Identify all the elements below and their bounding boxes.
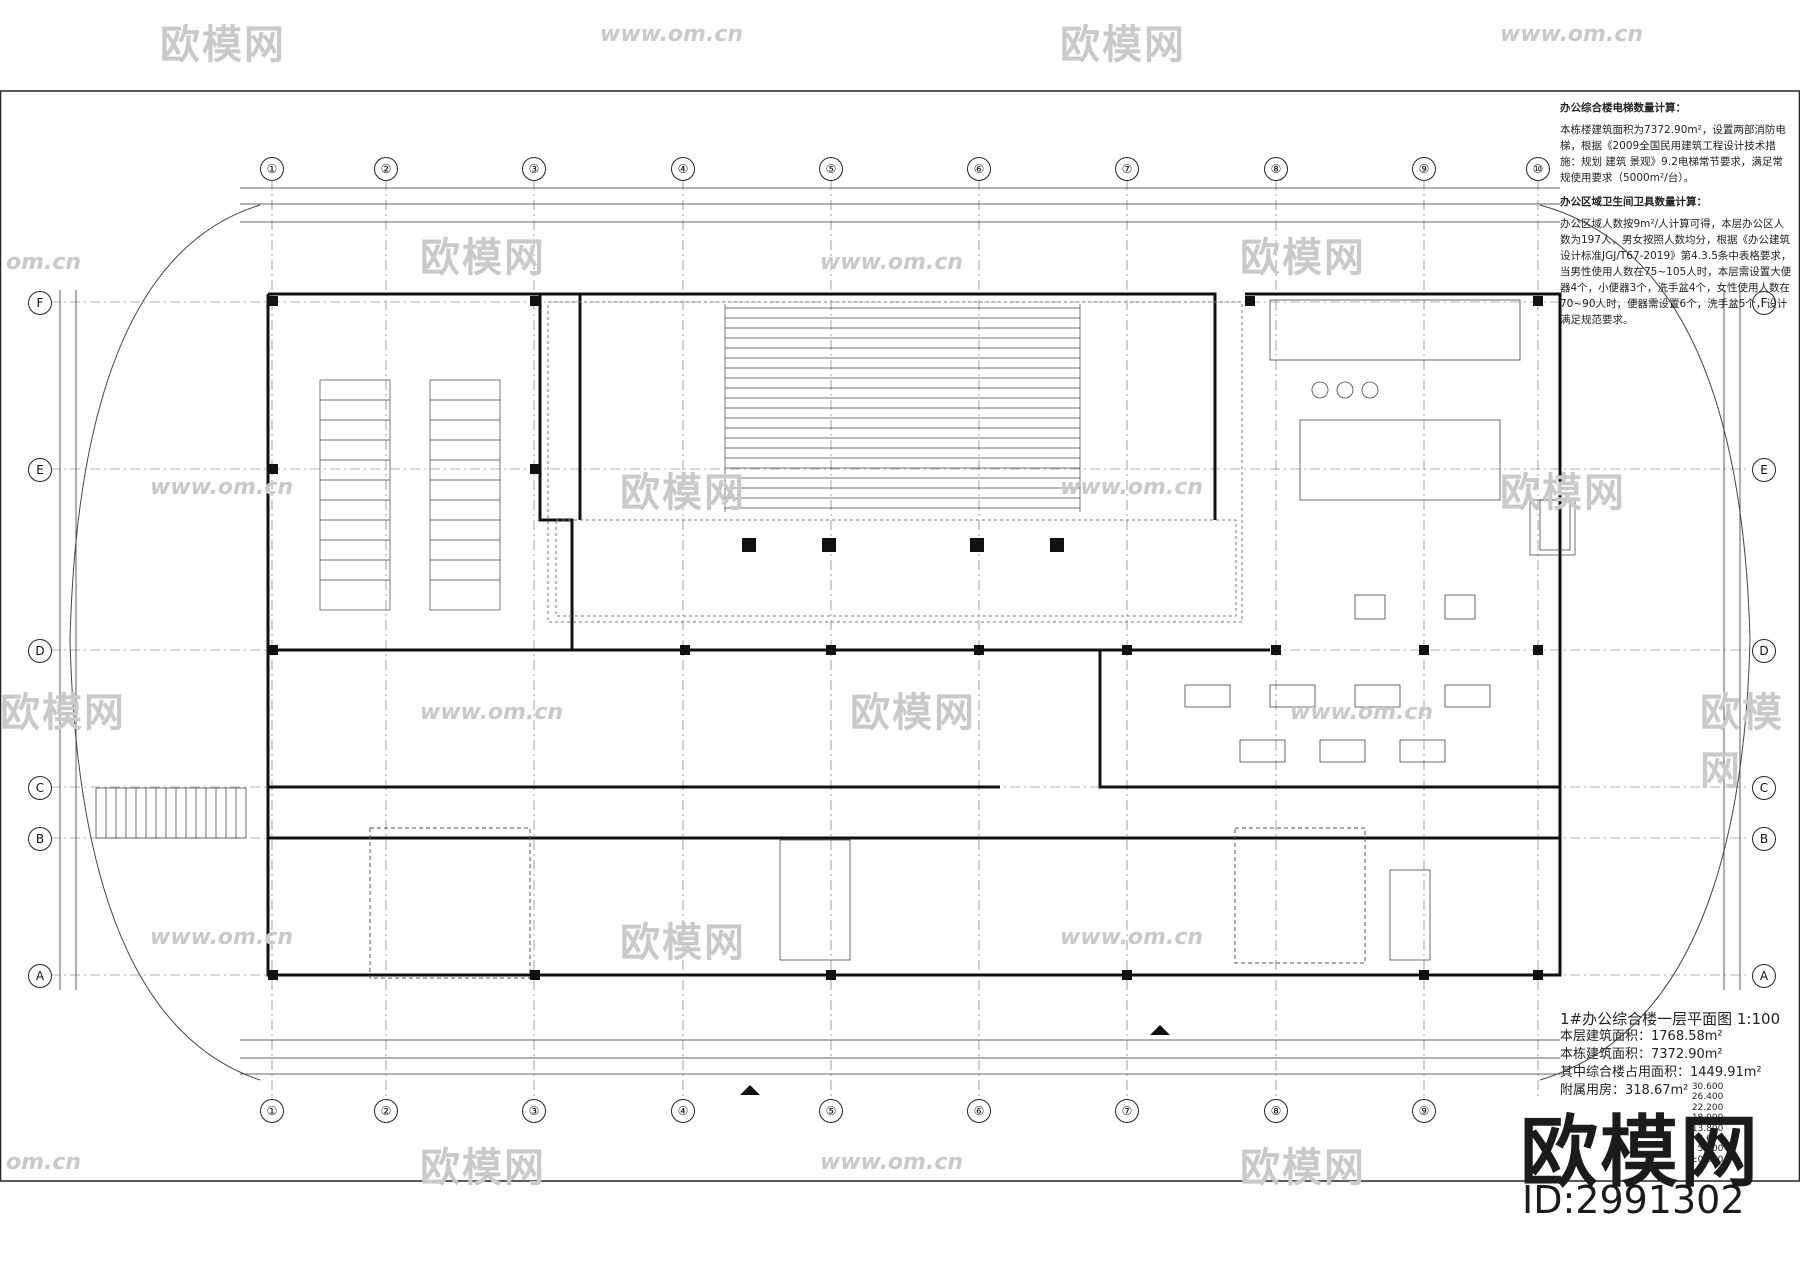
watermark-logo: 欧模网 (620, 920, 746, 966)
axis-label-col: ③ (522, 1099, 546, 1123)
watermark-logo: 欧模网 (1500, 470, 1626, 516)
kitchen-equipment (1269, 299, 1571, 551)
axis-label-col: ④ (671, 1099, 695, 1123)
axis-label-col: ⑥ (967, 1099, 991, 1123)
elevator-note-body: 本栋楼建筑面积为7372.90m²，设置两部消防电梯，根据《2009全国民用建筑… (1560, 124, 1786, 184)
elevation-value: 18.000 (1691, 1113, 1724, 1124)
annex-area: 附属用房：318.67m² (1560, 1083, 1689, 1098)
axis-label-col: ⑦ (1115, 1099, 1139, 1123)
axis-label-col: ⑧ (1264, 1099, 1288, 1123)
elevation-value: ±0.000 (1690, 1154, 1724, 1165)
elevation-value: 30.600 (1691, 1082, 1724, 1092)
watermark-logo: 欧模网 (850, 690, 976, 736)
dimension-lines (59, 187, 1741, 1075)
elevation-value: 13.800 (1691, 1123, 1724, 1134)
watermark-logo: 欧模网 (620, 470, 746, 516)
building-area: 本栋建筑面积：7372.90m² (1560, 1047, 1723, 1062)
axis-label-col: ⑥ (967, 157, 991, 181)
axis-label-row: B (28, 827, 52, 851)
axis-label-col: ⑤ (819, 1099, 843, 1123)
axis-label-row: A (1752, 964, 1776, 988)
watermark-url: www.om.cn (820, 250, 964, 275)
courtyard-stairs (724, 304, 1081, 512)
watermark-logo: 欧模网 (160, 22, 286, 68)
toilet-areas (369, 827, 1366, 979)
axis-label-col: ⑧ (1264, 157, 1288, 181)
occupied-area: 其中综合楼占用面积：1449.91m² (1560, 1065, 1762, 1080)
dining-tables (1184, 594, 1491, 763)
toilet-note-title: 办公区域卫生间卫具数量计算： (1560, 196, 1707, 208)
watermark-url: om.cn (6, 250, 82, 275)
watermark-logo: 欧模网 (1240, 235, 1366, 281)
axis-label-col: ② (374, 1099, 398, 1123)
axis-label-row: B (1752, 827, 1776, 851)
watermark-logo: 欧模网 (420, 1145, 546, 1191)
axis-label-col: ⑦ (1115, 157, 1139, 181)
watermark-url: www.om.cn (600, 22, 744, 47)
watermark-url: www.om.cn (150, 475, 294, 500)
courtyard-hatch (547, 301, 1243, 623)
elevation-table: 30.600 26.400 22.200 18.000 13.800 9.600… (1690, 1082, 1723, 1165)
axis-label-row: F (28, 291, 52, 315)
elevation-value: 26.400 (1691, 1092, 1724, 1103)
watermark-logo: 欧模网 (420, 235, 546, 281)
design-notes: 办公综合楼电梯数量计算： 本栋楼建筑面积为7372.90m²，设置两部消防电梯，… (1560, 92, 1792, 334)
floor-area: 本层建筑面积：1768.58m² (1560, 1029, 1723, 1044)
axis-label-col: ⑩ (1526, 157, 1550, 181)
watermark-logo: 欧模网 (0, 690, 126, 736)
watermark-url: www.om.cn (420, 700, 564, 725)
elevation-value: 5.400 (1697, 1144, 1724, 1155)
toilet-note-body: 办公区域人数按9m²/人计算可得，本层办公区人数为197人，男女按照人数均分，根… (1560, 218, 1792, 326)
watermark-url: om.cn (6, 1150, 82, 1175)
area-summary: 1#办公综合楼一层平面图 1:100 本层建筑面积：1768.58m² 本栋建筑… (1560, 1010, 1780, 1100)
axis-label-col: ⑨ (1412, 1099, 1436, 1123)
building-walls (266, 292, 1562, 977)
watermark-url: www.om.cn (1060, 475, 1204, 500)
site-arc-left (69, 204, 261, 1081)
axis-label-row: D (28, 639, 52, 663)
auditorium-seats (319, 379, 501, 611)
axis-label-col: ① (260, 1099, 284, 1123)
watermark-logo: 欧模网 (1060, 22, 1186, 68)
axis-label-row: D (1752, 639, 1776, 663)
drawing-title: 1#办公综合楼一层平面图 1:100 (1560, 1010, 1781, 1028)
watermark-url: www.om.cn (1060, 925, 1204, 950)
elevation-value: 9.600 (1697, 1134, 1724, 1145)
axis-label-col: ③ (522, 157, 546, 181)
section-marks (740, 1025, 1170, 1095)
elevator-note-title: 办公综合楼电梯数量计算： (1560, 102, 1686, 114)
watermark-url: www.om.cn (820, 1150, 964, 1175)
axis-label-col: ⑤ (819, 157, 843, 181)
axis-label-col: ② (374, 157, 398, 181)
axis-label-row: C (1752, 776, 1776, 800)
axis-label-row: E (28, 458, 52, 482)
site-arc-right (1539, 204, 1751, 1081)
brand-logo: 欧模网 (1520, 1108, 1761, 1198)
axis-label-col: ① (260, 157, 284, 181)
axis-label-col: ⑨ (1412, 157, 1436, 181)
axis-label-row: C (28, 776, 52, 800)
axis-label-row: E (1752, 458, 1776, 482)
axis-label-row: A (28, 964, 52, 988)
watermark-url: www.om.cn (1500, 22, 1644, 47)
exterior-stair-left (95, 787, 247, 839)
brand-id: ID:2991302 (1522, 1178, 1745, 1222)
axis-label-col: ④ (671, 157, 695, 181)
watermark-url: www.om.cn (150, 925, 294, 950)
watermark-url: www.om.cn (1290, 700, 1434, 725)
axis-label-row: F (1752, 291, 1776, 315)
interior-stairs (779, 499, 1576, 961)
watermark-logo: 欧模网 (1700, 690, 1784, 794)
structural-columns (268, 296, 1543, 980)
elevation-value: 22.200 (1691, 1102, 1724, 1113)
watermark-logo: 欧模网 (1240, 1145, 1366, 1191)
